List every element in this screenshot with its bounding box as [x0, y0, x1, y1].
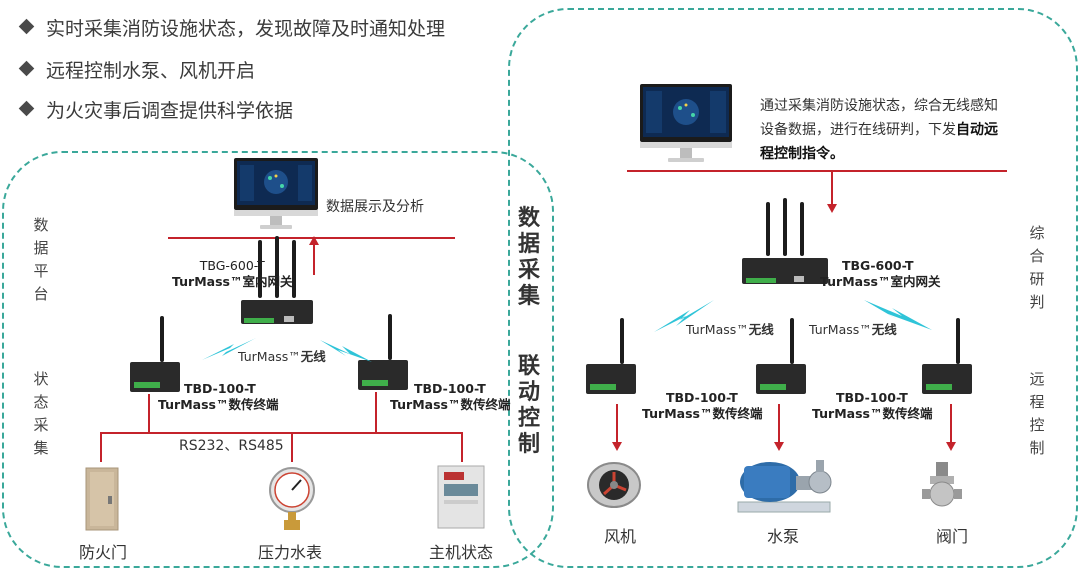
- terminal-right-a-model: TBD-100-T: [666, 390, 738, 405]
- device-valve: 阀门: [936, 527, 969, 546]
- pump-icon: [737, 460, 832, 513]
- terminal-right-caption: TBD-100-T TurMass™数传终端: [390, 381, 510, 413]
- downlink-line: [831, 172, 833, 204]
- gateway-right-caption: TBG-600-T TurMass™室内网关: [820, 258, 940, 290]
- gateway-icon: [742, 198, 828, 284]
- terminal-right-name: TurMass™数传终端: [390, 397, 511, 412]
- monitor-icon: [234, 158, 318, 229]
- bus-line: [100, 432, 463, 434]
- side-label-judge: 综合研判: [1029, 224, 1045, 311]
- center-label-control: 联动控制: [517, 354, 540, 457]
- terminal-right-a-caption: TBD-100-T TurMass™数传终端: [642, 390, 762, 422]
- wireless-right-a-label: TurMass™无线: [686, 319, 774, 338]
- terminal-icon: [922, 318, 972, 394]
- wireless-left-prefix: TurMass™: [238, 349, 301, 364]
- diamond-bullet-icon: [18, 100, 35, 117]
- side-label-control: 远程控制: [1029, 370, 1045, 457]
- bullet-3: 为火灾事后调查提供科学依据: [16, 96, 293, 123]
- bus-drop-2: [291, 432, 293, 462]
- device-fan: 风机: [604, 527, 637, 546]
- pressure-gauge-icon: [269, 467, 315, 530]
- wireless-wave-icon: [654, 300, 714, 332]
- drop-line-fan: [616, 404, 618, 442]
- terminal-icon: [586, 318, 636, 394]
- display-label: 数据展示及分析: [326, 199, 424, 215]
- wireless-wave-icon: [320, 340, 372, 362]
- uplink-arrow-icon: [309, 236, 319, 245]
- gateway-right-model: TBG-600-T: [842, 258, 914, 273]
- uplink-line: [313, 243, 315, 275]
- down-arrow-icon: [946, 442, 956, 451]
- bullet-2: 远程控制水泵、风机开启: [16, 56, 255, 83]
- diamond-bullet-icon: [18, 18, 35, 35]
- control-description: 通过采集消防设施状态，综合无线感知设备数据，进行在线研判，下发自动远程控制指令。: [760, 94, 1000, 166]
- wireless-left-suffix: 无线: [300, 349, 326, 364]
- terminal-left-name: TurMass™数传终端: [158, 397, 279, 412]
- bullet-2-text: 远程控制水泵、风机开启: [46, 60, 256, 82]
- terminal-left-drop: [148, 394, 150, 432]
- bus-drop-1: [100, 432, 102, 462]
- terminal-icon: [756, 318, 806, 394]
- gateway-left-caption: TBG-600-T TurMass™室内网关: [172, 258, 292, 290]
- bullet-3-text: 为火灾事后调查提供科学依据: [46, 100, 294, 122]
- gateway-right-name: TurMass™室内网关: [820, 274, 941, 289]
- terminal-icon: [130, 316, 180, 392]
- diamond-bullet-icon: [18, 60, 35, 77]
- left-zone: [2, 151, 554, 568]
- valve-icon: [922, 462, 962, 507]
- side-label-platform: 数据平台: [33, 216, 49, 303]
- gateway-left-model: TBG-600-T: [199, 258, 265, 273]
- device-pump: 水泵: [767, 527, 800, 546]
- wireless-right-a-suffix: 无线: [748, 322, 774, 337]
- terminal-right-model: TBD-100-T: [414, 381, 486, 396]
- terminal-left-caption: TBD-100-T TurMass™数传终端: [158, 381, 278, 413]
- bullet-1-text: 实时采集消防设施状态，发现故障及时通知处理: [46, 18, 446, 40]
- drop-line-valve: [950, 404, 952, 442]
- device-fire-door: 防火门: [79, 543, 128, 562]
- control-description-text: 通过采集消防设施状态，综合无线感知设备数据，进行在线研判，下发: [760, 98, 998, 138]
- device-host-status: 主机状态: [429, 543, 494, 562]
- center-label-collect: 数据采集: [517, 206, 540, 309]
- platform-line-right: [627, 170, 1007, 172]
- gateway-icon: [241, 236, 313, 324]
- fire-door-icon: [85, 467, 119, 531]
- monitor-icon: [640, 84, 732, 162]
- wireless-left-label: TurMass™无线: [238, 346, 326, 365]
- wireless-right-b-label: TurMass™无线: [809, 319, 897, 338]
- wireless-right-b-suffix: 无线: [871, 322, 897, 337]
- bus-drop-3: [461, 432, 463, 462]
- gateway-left-name: TurMass™室内网关: [172, 274, 293, 289]
- device-pressure-gauge: 压力水表: [258, 543, 323, 562]
- terminal-icon: [358, 314, 408, 390]
- downlink-arrow-icon: [827, 204, 837, 213]
- terminal-right-b-caption: TBD-100-T TurMass™数传终端: [812, 390, 932, 422]
- terminal-right-drop: [375, 392, 377, 432]
- terminal-right-b-name: TurMass™数传终端: [812, 406, 933, 421]
- side-label-collect: 状态采集: [33, 370, 49, 457]
- fan-icon: [587, 462, 641, 508]
- terminal-right-a-name: TurMass™数传终端: [642, 406, 763, 421]
- wireless-right-b-prefix: TurMass™: [809, 322, 872, 337]
- wireless-wave-icon: [864, 300, 932, 330]
- terminal-left-model: TBD-100-T: [184, 381, 256, 396]
- terminal-right-b-model: TBD-100-T: [836, 390, 908, 405]
- bullet-1: 实时采集消防设施状态，发现故障及时通知处理: [16, 14, 445, 41]
- wireless-right-a-prefix: TurMass™: [686, 322, 749, 337]
- control-description-bold: 自动远程控制指令。: [760, 122, 998, 162]
- down-arrow-icon: [612, 442, 622, 451]
- bus-label: RS232、RS485: [179, 438, 284, 454]
- down-arrow-icon: [774, 442, 784, 451]
- host-controller-icon: [437, 465, 485, 529]
- drop-line-pump: [778, 404, 780, 442]
- right-zone: [508, 8, 1078, 568]
